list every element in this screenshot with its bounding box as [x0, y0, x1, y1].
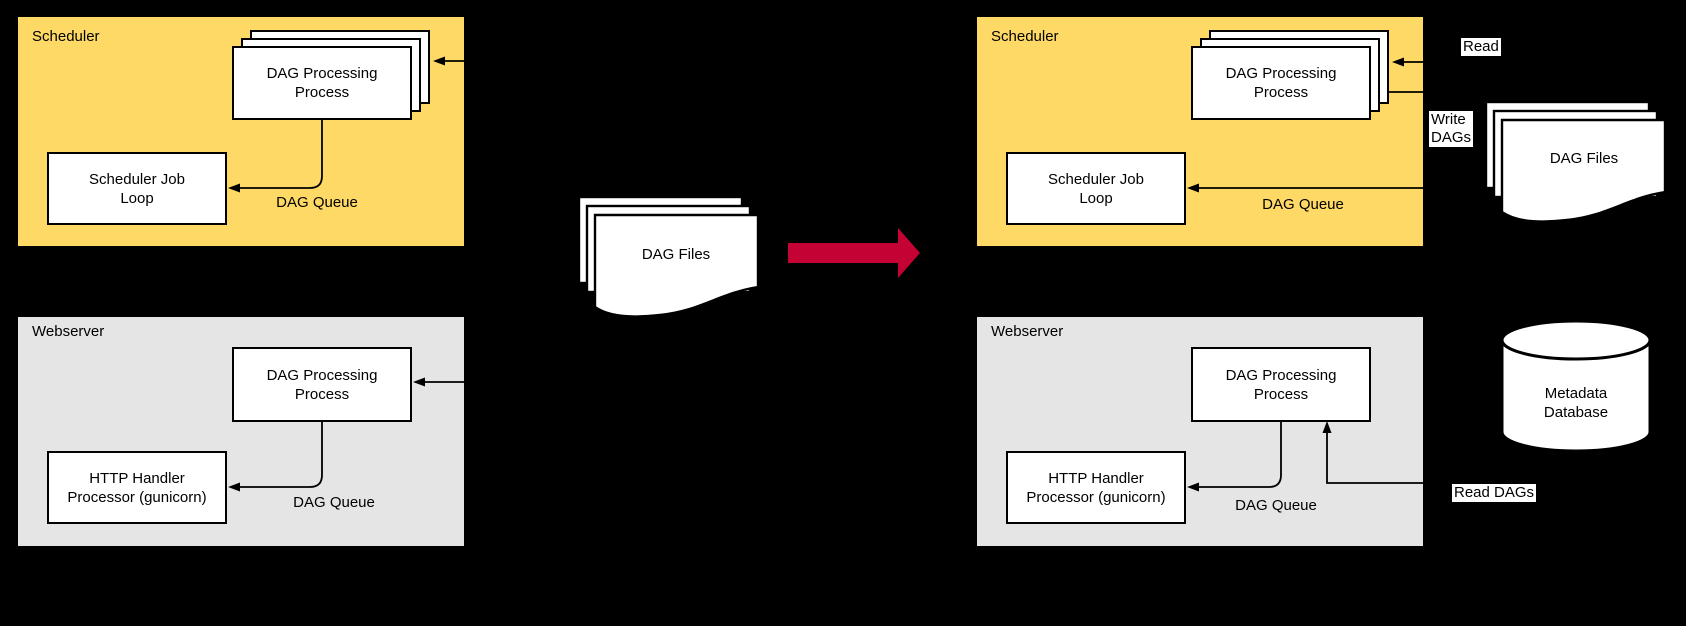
right-webserver-title: Webserver — [991, 323, 1064, 340]
read-annotation: Read — [1461, 38, 1501, 56]
right-scheduler-job-loop-box: Scheduler Job Loop — [1006, 152, 1186, 225]
left-scheduler-dag-processing-box: DAG Processing Process — [232, 46, 412, 120]
left-scheduler-dag-queue-label: DAG Queue — [276, 194, 358, 211]
red-transition-arrow — [788, 228, 920, 278]
right-scheduler-dag-processing-box: DAG Processing Process — [1191, 46, 1371, 120]
right-webserver-dag-queue-label: DAG Queue — [1235, 497, 1317, 514]
left-scheduler-title: Scheduler — [32, 28, 100, 45]
middle-dag-files-label: DAG Files — [641, 246, 711, 263]
right-webserver-dag-processing-box: DAG Processing Process — [1191, 347, 1371, 422]
left-webserver-dag-queue-label: DAG Queue — [293, 494, 375, 511]
left-webserver-title: Webserver — [32, 323, 105, 340]
left-webserver-dag-processing-box: DAG Processing Process — [232, 347, 412, 422]
metadata-database-label: Metadata Database — [1543, 385, 1609, 421]
right-dag-files-label: DAG Files — [1549, 150, 1619, 167]
read-dags-annotation: Read DAGs — [1452, 484, 1537, 502]
left-http-handler-box: HTTP Handler Processor (gunicorn) — [47, 451, 227, 524]
right-scheduler-title: Scheduler — [991, 28, 1059, 45]
left-scheduler-job-loop-box: Scheduler Job Loop — [47, 152, 227, 225]
right-http-handler-box: HTTP Handler Processor (gunicorn) — [1006, 451, 1186, 524]
right-scheduler-dag-queue-label: DAG Queue — [1262, 196, 1344, 213]
write-dags-annotation: Write DAGs — [1429, 111, 1474, 147]
